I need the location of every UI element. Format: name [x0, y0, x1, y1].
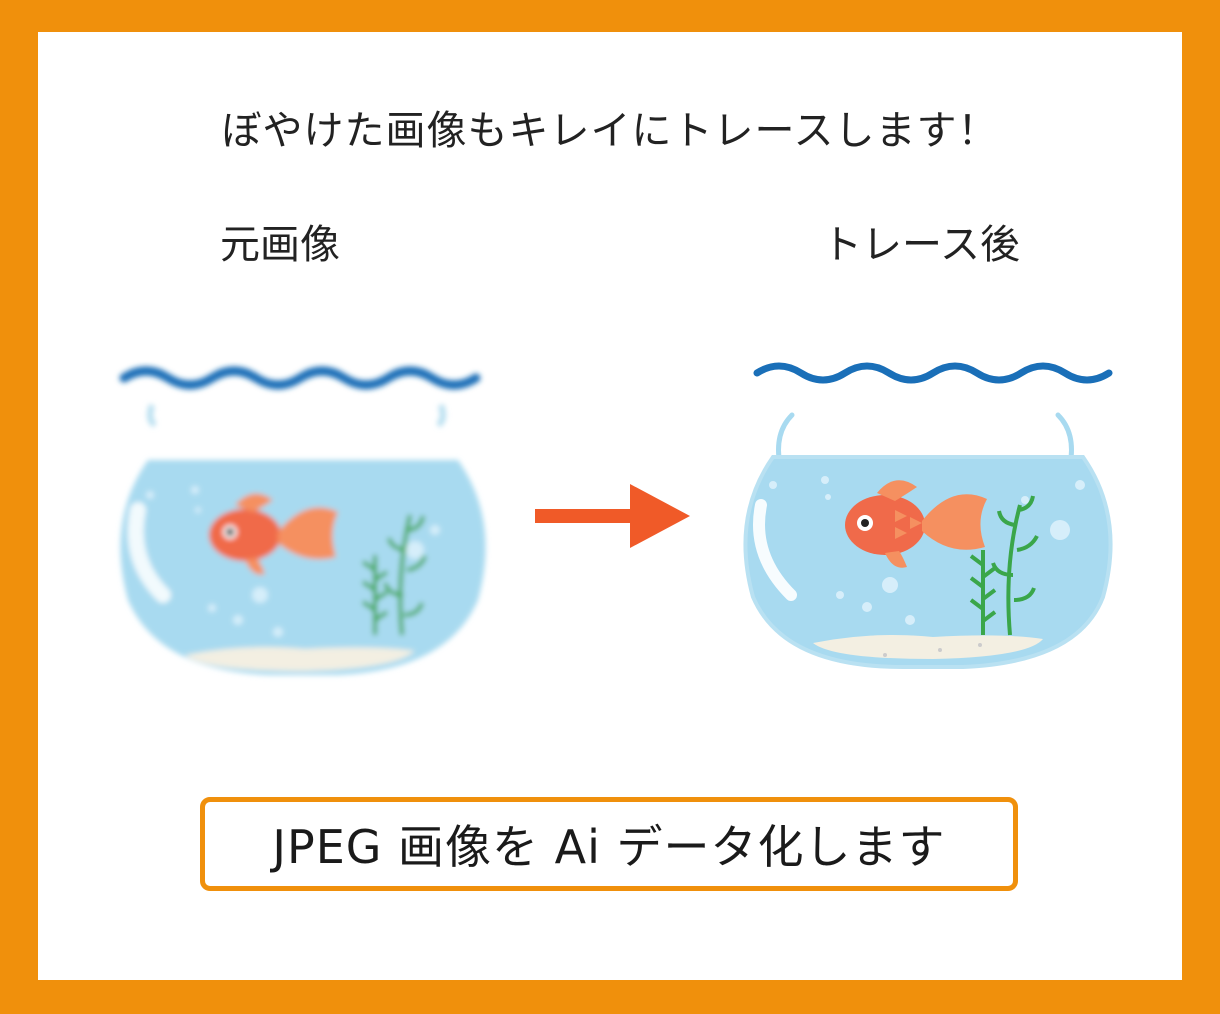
jpeg-to-ai-badge: JPEG 画像を Ai データ化します	[200, 797, 1018, 891]
goldfish-bowl-blurry-image	[119, 366, 486, 675]
label-after-trace: トレース後	[822, 222, 1020, 268]
badge-text: JPEG 画像を Ai データ化します	[272, 820, 946, 874]
arrow-right-icon	[535, 484, 690, 548]
label-original-image: 元画像	[220, 222, 340, 268]
goldfish-bowl-traced-image	[743, 362, 1113, 669]
headline: ぼやけた画像もキレイにトレースします！	[221, 108, 999, 154]
